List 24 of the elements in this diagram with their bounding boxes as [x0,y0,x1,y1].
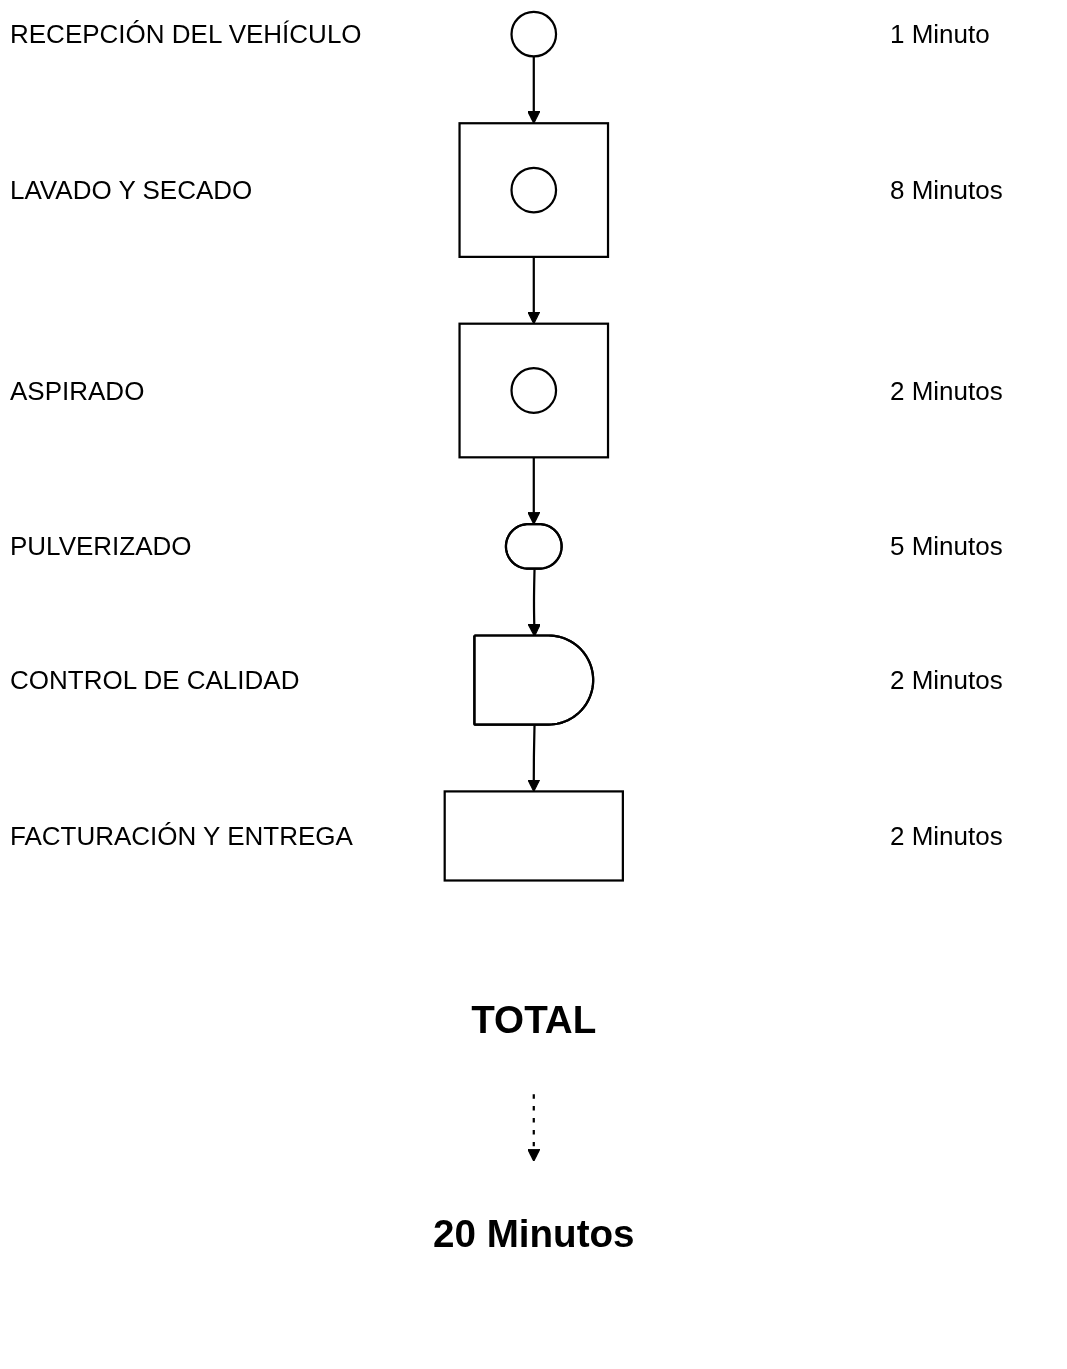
duration-label: 5 Minutos [890,530,1003,562]
node-text: TOTAL [470,997,597,1043]
node-circle [510,367,557,414]
duration-label: 1 Minuto [890,18,990,50]
arrow [526,1094,541,1162]
duration-label: 8 Minutos [890,174,1003,206]
step-label: ASPIRADO [10,375,145,406]
node-circle [510,10,557,58]
node-text: 20 Minutos [432,1211,635,1257]
step-label: PULVERIZADO [10,530,192,562]
step-label: CONTROL DE CALIDAD [10,664,300,696]
arrow [526,457,541,525]
cluster [458,122,609,258]
step-label: RECEPCIÓN DEL VEHÍCULO [10,18,362,50]
duration-label: 2 Minutos [890,375,1003,406]
node-box [443,790,624,882]
cluster [458,322,609,459]
step-label: LAVADO Y SECADO [10,174,253,206]
arrow [526,56,541,124]
duration-label: 2 Minutos [890,664,1003,696]
node-circle [510,166,557,214]
arrow [526,725,541,792]
duration-label: 2 Minutos [890,820,1003,852]
step-label: FACTURACIÓN Y ENTREGA [10,820,353,852]
